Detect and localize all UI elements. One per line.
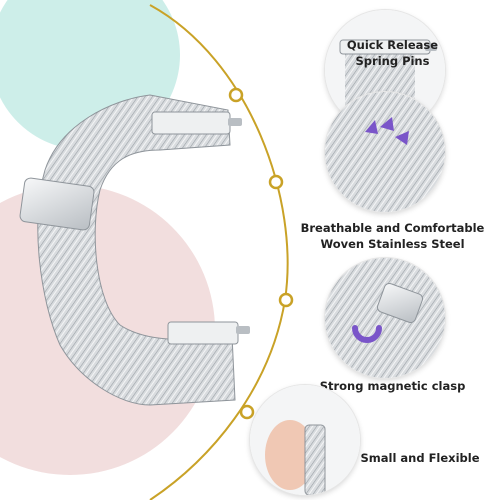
arc-node-4 [239, 404, 255, 420]
feature-label-1: Quick Release Spring Pins [300, 37, 485, 69]
mesh-thumbnail [325, 92, 445, 212]
feature-label-4: Small and Flexible [350, 450, 490, 466]
feature-4-line1: Small and Flexible [360, 451, 480, 465]
flexible-thumbnail [250, 385, 360, 495]
feature-2-line2: Woven Stainless Steel [320, 237, 465, 251]
mesh-icon [325, 92, 445, 212]
feature-label-3: Strong magnetic clasp [300, 378, 485, 394]
magnet-icon [325, 258, 445, 378]
arc-node-3 [278, 292, 294, 308]
arc-node-1 [228, 87, 244, 103]
magnetic-clasp-thumbnail [325, 258, 445, 378]
gold-arc [149, 4, 289, 500]
feature-3-line1: Strong magnetic clasp [319, 379, 466, 393]
milanese-band [19, 94, 250, 406]
arc-node-2 [268, 174, 284, 190]
hand-icon [250, 385, 360, 495]
feature-label-2: Breathable and Comfortable Woven Stainle… [300, 220, 485, 252]
feature-2-line1: Breathable and Comfortable [300, 221, 485, 235]
feature-1-line2: Spring Pins [355, 54, 430, 68]
feature-1-line1: Quick Release [346, 38, 439, 52]
